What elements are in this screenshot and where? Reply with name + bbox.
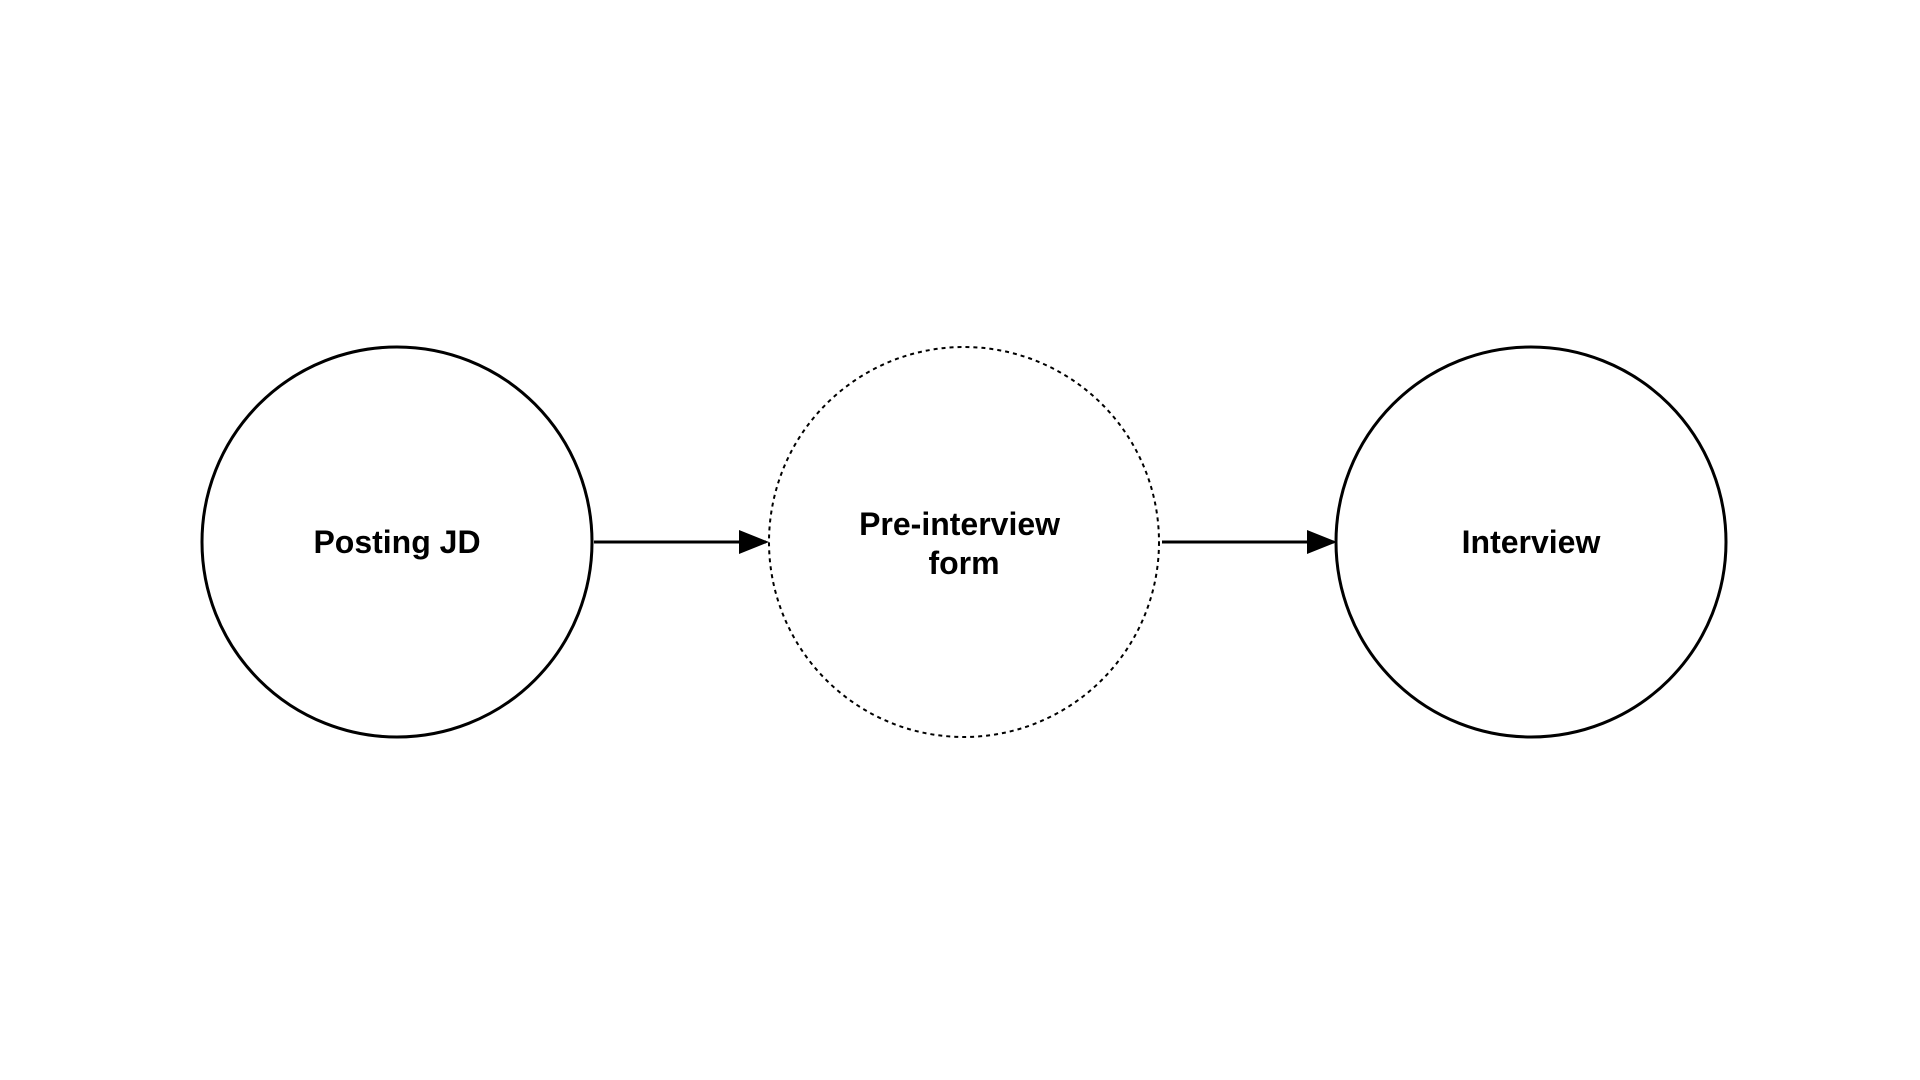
node-interview: Interview <box>1334 345 1728 739</box>
node-pre-interview-form-label-line-2: form <box>928 545 999 581</box>
node-posting-jd-circle <box>200 345 594 739</box>
node-interview-circle <box>1334 345 1728 739</box>
node-posting-jd-label: Posting JD <box>313 524 480 560</box>
node-pre-interview-form-label-line-1: Pre-interview <box>859 506 1060 542</box>
svg-text:Interview: Interview <box>1462 524 1601 560</box>
node-interview-label: Interview <box>1462 524 1601 560</box>
node-pre-interview-form-circle <box>768 346 1160 738</box>
node-posting-jd: Posting JD <box>200 345 594 739</box>
svg-text:Posting JD: Posting JD <box>313 524 480 560</box>
svg-text:Pre-interview form: Pre-interview form <box>859 506 1069 581</box>
node-pre-interview-form: Pre-interview form <box>768 346 1160 738</box>
